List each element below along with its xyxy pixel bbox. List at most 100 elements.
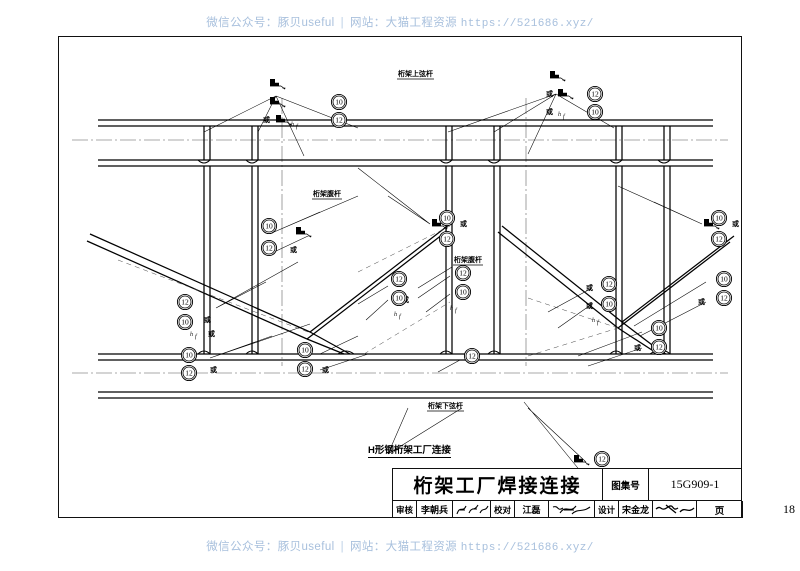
- svg-text:或: 或: [290, 245, 297, 254]
- svg-text:或: 或: [263, 115, 270, 124]
- weld-callout-bubble: 10: [600, 295, 618, 313]
- watermark-site-label: 网站：: [349, 541, 386, 553]
- callout-number: 12: [335, 116, 343, 125]
- callout-number: 10: [655, 324, 663, 333]
- svg-text:h: h: [558, 112, 561, 118]
- design-signature: [653, 501, 697, 518]
- weld-callout-bubble: 12: [260, 239, 278, 257]
- label-web-member-center: 桁架腹杆: [454, 255, 482, 264]
- drawing-title: 桁架工厂焊接连接: [393, 469, 603, 500]
- svg-text:或: 或: [634, 343, 641, 352]
- weld-callout-bubble: 12: [438, 230, 456, 248]
- callout-number: 10: [335, 98, 343, 107]
- check-label: 校对: [491, 501, 515, 518]
- review-name: 李朝兵: [417, 501, 453, 518]
- label-bottom-chord: 桁架下弦杆: [428, 401, 463, 410]
- check-name: 江磊: [515, 501, 549, 518]
- weld-callout-bubble: 12: [600, 275, 618, 293]
- callout-number: 10: [591, 108, 599, 117]
- svg-text:h: h: [450, 306, 453, 312]
- review-signature: [453, 501, 491, 518]
- svg-text:h: h: [190, 332, 193, 338]
- watermark-site-label: 网站：: [349, 17, 386, 29]
- watermark-bottom: 微信公众号：豚贝useful|网站：大猫工程资源 https://521686.…: [0, 538, 800, 554]
- svg-text:f: f: [455, 307, 458, 314]
- watermark-url: https://521686.xyz/: [460, 18, 594, 30]
- weld-callout-bubble: 10: [176, 313, 194, 331]
- watermark-site-name: 大猫工程资源: [385, 541, 458, 553]
- watermark-url: https://521686.xyz/: [460, 542, 594, 554]
- weld-callout-bubble: 10: [454, 283, 472, 301]
- weld-callout-bubble: 10: [260, 217, 278, 235]
- title-block-row-signatures: 审核 李朝兵 校对 江磊 设计 宋金龙 页 18: [393, 501, 795, 518]
- callout-number: 10: [459, 288, 467, 297]
- watermark-site-name: 大猫工程资源: [385, 17, 458, 29]
- weld-callout-bubble: 12: [454, 264, 472, 282]
- atlas-number-label: 图集号: [603, 469, 649, 500]
- svg-text:f: f: [195, 333, 198, 340]
- weld-callout-bubble: 10: [180, 346, 198, 364]
- callout-number: 12: [715, 235, 723, 244]
- svg-text:f: f: [399, 313, 402, 320]
- weld-callout-bubble: 10: [650, 319, 668, 337]
- callout-number: 12: [265, 244, 273, 253]
- callout-number: 12: [468, 352, 476, 361]
- callout-number: 12: [181, 298, 189, 307]
- svg-text:或: 或: [586, 301, 593, 310]
- svg-text:f: f: [296, 123, 299, 130]
- label-top-chord: 桁架上弦杆: [398, 69, 433, 78]
- check-signature: [549, 501, 595, 518]
- svg-text:h: h: [592, 318, 595, 324]
- page-label: 页: [697, 501, 743, 518]
- callout-number: 10: [715, 214, 723, 223]
- weld-callout-bubble: 12: [390, 270, 408, 288]
- watermark-account: 豚贝useful: [277, 541, 335, 553]
- figure-caption: H形钢桁架工厂连接: [368, 442, 451, 458]
- weld-callout-bubble: 10: [296, 341, 314, 359]
- callout-number: 12: [395, 275, 403, 284]
- weld-callout-bubble: 12: [650, 338, 668, 356]
- svg-text:或: 或: [210, 365, 217, 374]
- weld-callout-bubble: 10: [438, 209, 456, 227]
- callout-number: 12: [655, 343, 663, 352]
- watermark-separator: |: [340, 17, 344, 29]
- weld-callout-bubble: 12: [180, 364, 198, 382]
- callout-number: 12: [185, 369, 193, 378]
- callout-number: 10: [185, 351, 193, 360]
- atlas-number-value: 15G909-1: [670, 477, 720, 491]
- callout-number: 10: [443, 214, 451, 223]
- callout-number: 12: [591, 90, 599, 99]
- svg-text:或: 或: [586, 283, 593, 292]
- callout-number: 10: [720, 275, 728, 284]
- weld-callout-bubble: 12: [593, 450, 611, 468]
- svg-text:或: 或: [698, 297, 705, 306]
- design-name: 宋金龙: [619, 501, 653, 518]
- weld-callout-bubble: 12: [296, 360, 314, 378]
- weld-callout-bubble: 10: [710, 209, 728, 227]
- svg-text:或: 或: [322, 365, 329, 374]
- weld-callout-bubble: 10: [586, 103, 604, 121]
- svg-text:f: f: [597, 319, 600, 326]
- weld-callout-bubble: 12: [710, 230, 728, 248]
- svg-text:或: 或: [546, 89, 553, 98]
- weld-callout-bubble: 10: [330, 93, 348, 111]
- callout-number: 12: [720, 294, 728, 303]
- weld-callout-bubble: 12: [330, 111, 348, 129]
- watermark-separator: |: [340, 541, 344, 553]
- weld-callout-bubble: 12: [586, 85, 604, 103]
- callout-number: 12: [301, 365, 309, 374]
- title-block: 桁架工厂焊接连接 图集号 15G909-1 审核 李朝兵 校对 江磊 设计 宋金…: [392, 468, 795, 518]
- watermark-prefix: 微信公众号：: [206, 17, 278, 29]
- weld-callout-bubble: 10: [715, 270, 733, 288]
- svg-text:或: 或: [208, 329, 215, 338]
- label-web-member-left: 桁架腹杆: [313, 189, 341, 198]
- svg-text:或: 或: [732, 219, 739, 228]
- callout-number: 12: [443, 235, 451, 244]
- review-label: 审核: [393, 501, 417, 518]
- callout-number: 12: [598, 455, 606, 464]
- watermark-account: 豚贝useful: [277, 17, 335, 29]
- watermark-top: 微信公众号：豚贝useful | 网站：大猫工程资源 https://521686.…: [0, 14, 800, 30]
- callout-number: 10: [605, 300, 613, 309]
- weld-callout-bubble: 12: [176, 293, 194, 311]
- svg-text:或: 或: [204, 315, 211, 324]
